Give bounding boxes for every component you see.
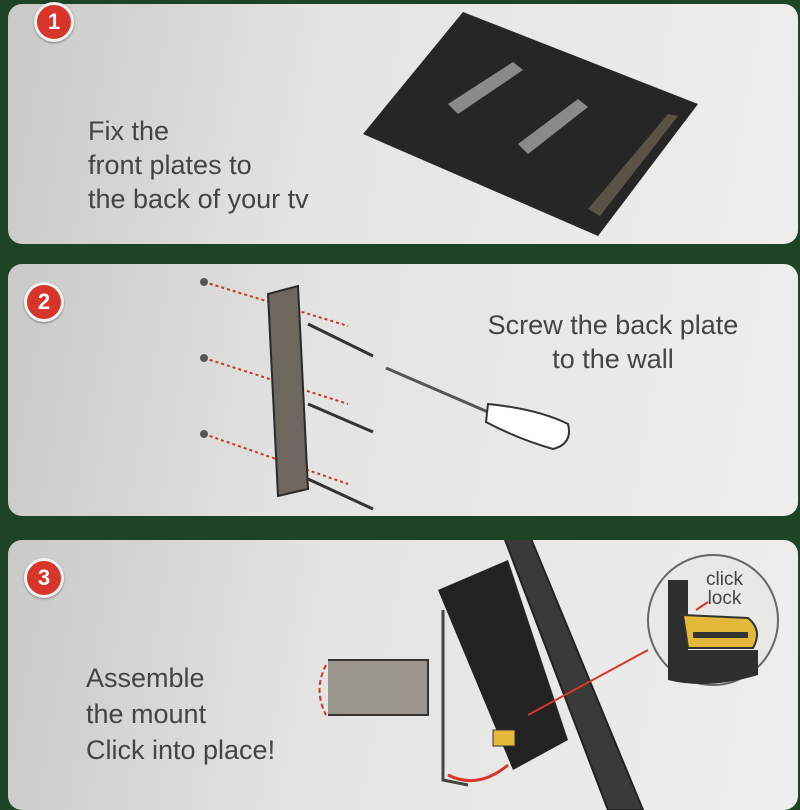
step-3-text: Assemble the mount Click into place! [86, 660, 275, 768]
step-1-panel: Fix the front plates to the back of your… [8, 4, 798, 244]
tv-back-illustration [363, 12, 698, 236]
step-2-badge: 2 [24, 282, 64, 322]
wall-plate-illustration [200, 278, 570, 511]
callout-line: lock [707, 588, 742, 609]
step-1-text: Fix the front plates to the back of your… [88, 114, 309, 216]
text-line: front plates to [88, 150, 252, 180]
click-lock-callout: click lock [706, 570, 743, 608]
text-line: Fix the [88, 116, 170, 146]
text-line: the back of your tv [88, 184, 309, 214]
step-3-badge: 3 [24, 558, 64, 598]
step-2-panel: Screw the back plate to the wall [8, 264, 798, 516]
callout-line: click [706, 569, 743, 590]
text-line: to the wall [552, 344, 674, 374]
step-1-badge: 1 [34, 2, 74, 42]
text-line: Assemble [86, 663, 205, 693]
mount-assembly-illustration [318, 540, 779, 810]
step-3-panel: click lock Assemble the mount Click into… [8, 540, 798, 810]
text-line: the mount [86, 699, 207, 729]
step-2-text: Screw the back plate to the wall [473, 308, 753, 376]
text-line: Click into place! [86, 735, 276, 765]
text-line: Screw the back plate [487, 310, 739, 340]
